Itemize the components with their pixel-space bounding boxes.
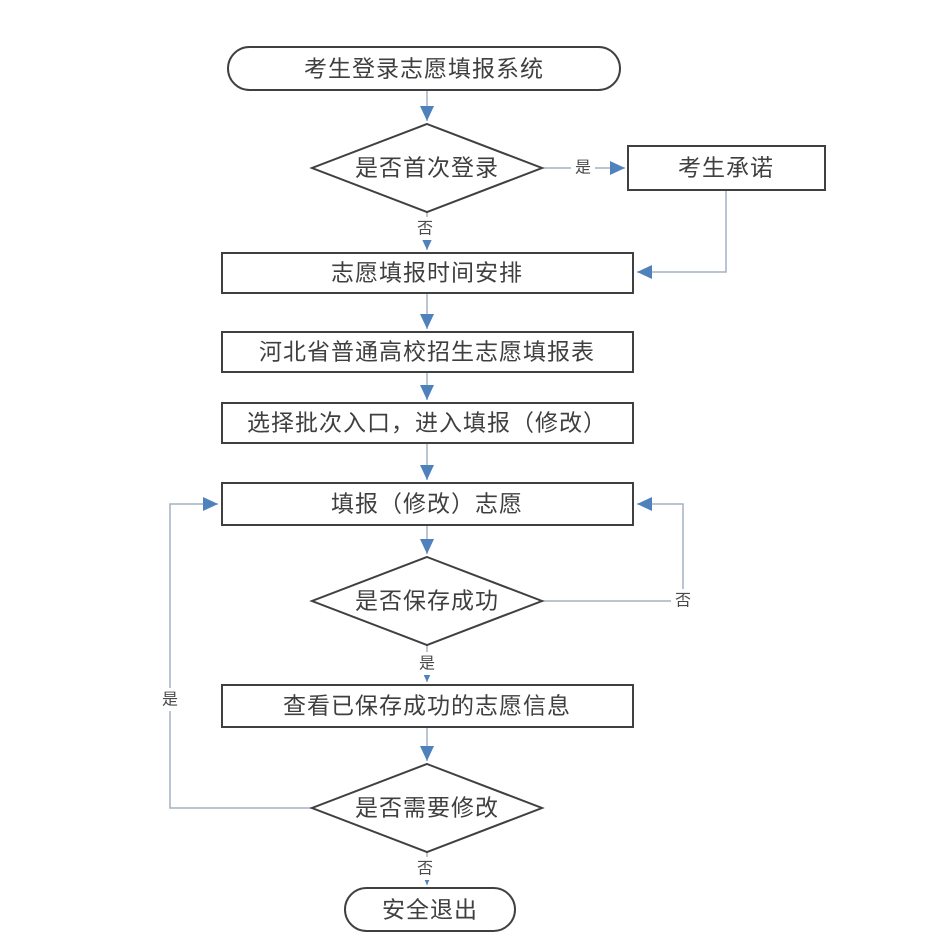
schedule-rect-shape <box>221 252 634 294</box>
promise-rect-shape <box>627 145 826 191</box>
node-application-form-label: 河北省普通高校招生志愿填报表 <box>259 340 595 365</box>
fill-modify-rect-shape <box>221 482 634 526</box>
node-start: 考生登录志愿填报系统 <box>227 46 621 91</box>
application-form-rect-shape <box>221 331 634 373</box>
yes-label: 是 <box>162 692 178 709</box>
no-label: 否 <box>417 221 433 238</box>
node-batch-entry: 选择批次入口，进入填报（修改） <box>221 402 634 444</box>
node-save-success-decision: 是否保存成功 <box>309 555 545 647</box>
node-promise-label: 考生承诺 <box>678 156 774 181</box>
no-label: 否 <box>417 861 433 878</box>
node-fill-modify: 填报（修改）志愿 <box>221 482 634 526</box>
label-bg <box>415 652 439 675</box>
node-fill-modify-label: 填报（修改）志愿 <box>331 492 523 517</box>
node-start-label: 考生登录志愿填报系统 <box>304 57 544 82</box>
node-view-saved: 查看已保存成功的志愿信息 <box>221 684 634 728</box>
edge-save-no-loop <box>542 497 684 602</box>
node-candidate-promise: 考生承诺 <box>627 145 826 191</box>
save-success-diamond-shape <box>309 555 545 647</box>
edge-label-save-yes: 是 <box>415 652 439 675</box>
node-exit-label: 安全退出 <box>382 898 478 923</box>
edge-label-modify-no: 否 <box>413 857 437 880</box>
node-batch-entry-label: 选择批次入口，进入填报（修改） <box>247 411 607 436</box>
label-bg <box>571 156 595 179</box>
edge-promise-to-schedule <box>637 190 727 279</box>
yes-label: 是 <box>419 656 435 673</box>
need-modify-diamond-shape <box>309 762 545 854</box>
node-need-modify-label: 是否需要修改 <box>355 796 499 821</box>
yes-label: 是 <box>575 160 591 177</box>
label-bg <box>158 688 182 711</box>
view-saved-rect-shape <box>221 684 634 728</box>
edge-label-first-login-yes: 是 <box>571 156 595 179</box>
label-bg <box>671 589 695 612</box>
edge-label-modify-yes: 是 <box>158 688 182 711</box>
node-need-modify-decision: 是否需要修改 <box>309 762 545 854</box>
edge-label-first-login-no: 否 <box>413 217 437 240</box>
node-first-login-label: 是否首次登录 <box>355 156 499 181</box>
start-terminator-shape <box>227 46 621 91</box>
node-save-success-label: 是否保存成功 <box>355 589 499 614</box>
edge-label-save-no: 否 <box>671 589 695 612</box>
node-view-saved-label: 查看已保存成功的志愿信息 <box>283 694 571 719</box>
label-bg <box>413 217 437 240</box>
exit-terminator-shape <box>344 887 516 932</box>
node-schedule: 志愿填报时间安排 <box>221 252 634 294</box>
node-first-login-decision: 是否首次登录 <box>309 122 545 214</box>
node-schedule-label: 志愿填报时间安排 <box>331 261 523 286</box>
no-label: 否 <box>675 593 691 610</box>
batch-entry-rect-shape <box>221 402 634 444</box>
node-application-form: 河北省普通高校招生志愿填报表 <box>221 331 634 373</box>
edge-modify-yes-loop <box>169 497 312 809</box>
label-bg <box>413 857 437 880</box>
first-login-diamond-shape <box>309 122 545 214</box>
node-exit: 安全退出 <box>344 887 516 932</box>
